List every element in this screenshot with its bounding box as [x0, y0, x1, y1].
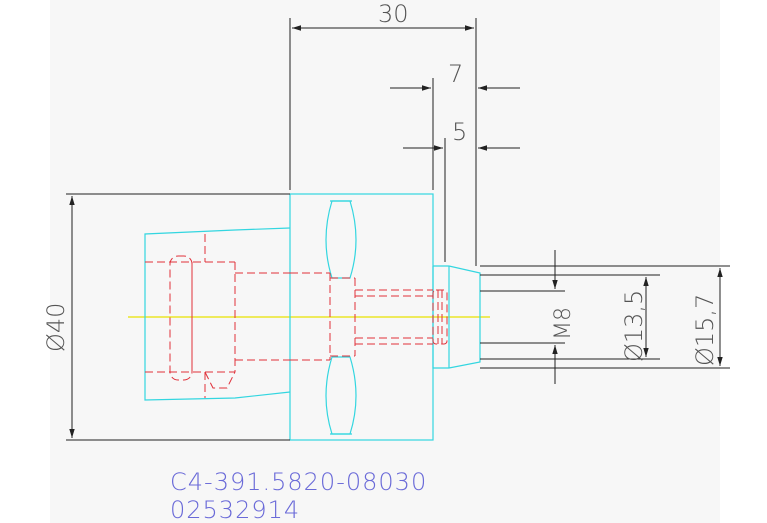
dimension-5: 5 — [452, 118, 467, 146]
dimension-diameter-15-7: Ø15,7 — [691, 294, 719, 366]
dimension-7: 7 — [448, 60, 463, 88]
dimension-thread-m8: M8 — [551, 307, 576, 340]
dimension-lines — [66, 18, 730, 441]
dimension-diameter-40: Ø40 — [42, 303, 70, 352]
part-number: C4-391.5820-08030 — [170, 468, 427, 496]
order-code: 02532914 — [170, 496, 300, 523]
hidden-lines — [145, 234, 448, 398]
dimension-30: 30 — [378, 0, 409, 28]
dimension-diameter-13-5: Ø13,5 — [620, 290, 648, 362]
